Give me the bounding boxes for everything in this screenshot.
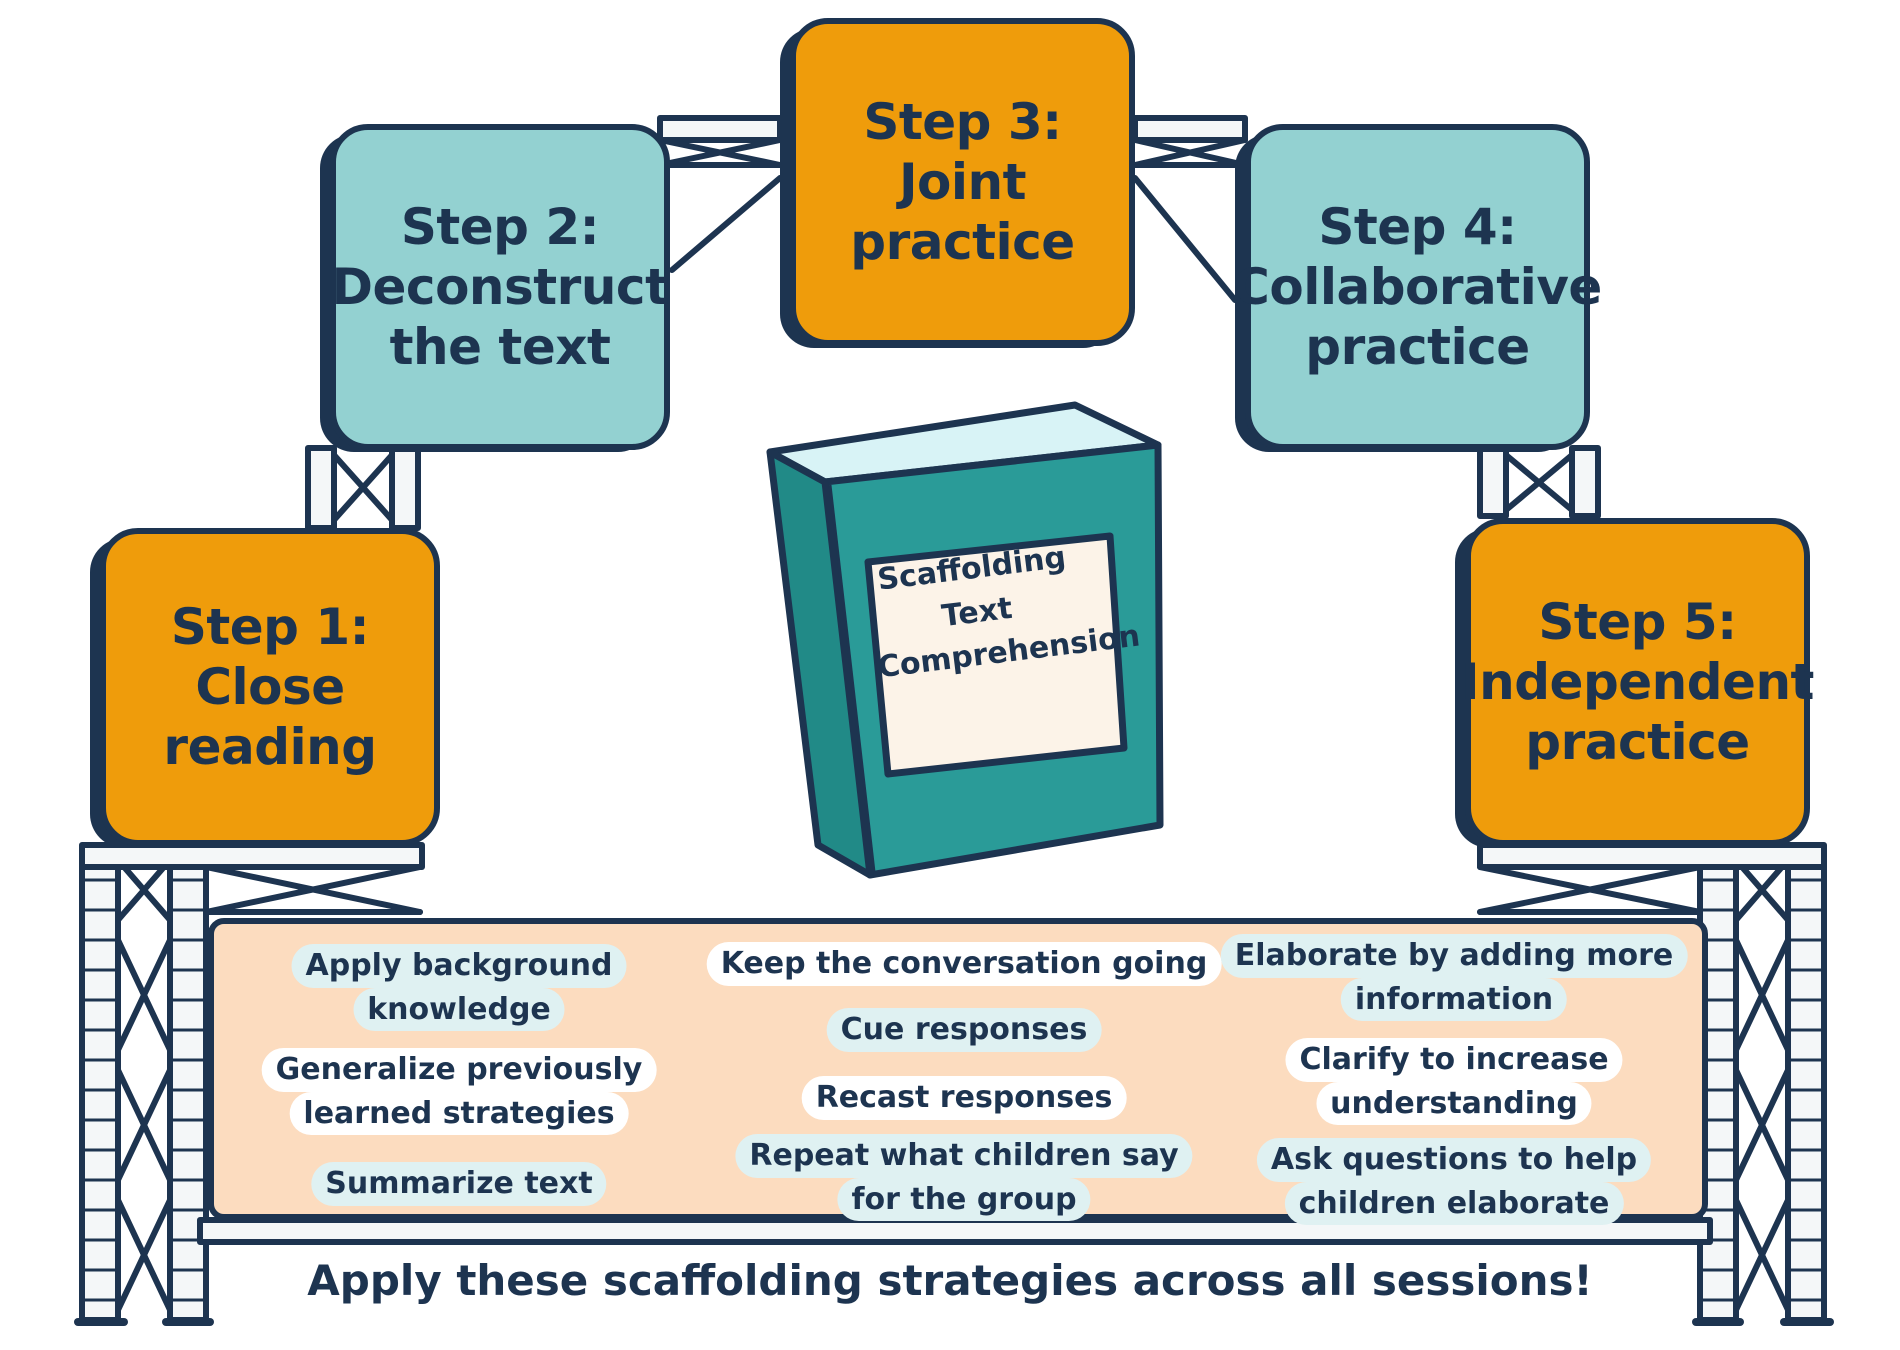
strategy-summarize: Summarize text: [311, 1162, 607, 1206]
step-1-box: Step 1: Close reading: [100, 528, 440, 846]
strategy-repeat-children: Repeat what children say for the group: [735, 1134, 1193, 1221]
strategy-panel: Apply background knowledge Generalize pr…: [208, 918, 1708, 1225]
step-5-name-line1: Independent: [1461, 653, 1814, 711]
step-4-box: Step 4: Collaborative practice: [1233, 124, 1602, 450]
strategy-cue-responses: Cue responses: [826, 1008, 1102, 1052]
step-5-name-line2: practice: [1525, 713, 1750, 771]
step-1-name-line2: reading: [163, 718, 377, 776]
book-icon: [766, 401, 1164, 879]
strategy-apply-background: Apply background knowledge: [291, 944, 627, 1031]
strategy-elaborate: Elaborate by adding more information: [1220, 934, 1688, 1021]
footer-instruction: Apply these scaffolding strategies acros…: [307, 1256, 1593, 1305]
step-3-name-line2: practice: [850, 213, 1075, 271]
step-5-box: Step 5: Independent practice: [1461, 518, 1814, 846]
step-4-name-line1: Collaborative: [1233, 258, 1602, 316]
step-5-title: Step 5:: [1538, 593, 1737, 651]
step-3-box: Step 3: Joint practice: [790, 18, 1135, 346]
book-cover-label: Scaffolding Text Comprehension: [865, 535, 1142, 690]
strategy-clarify: Clarify to increase understanding: [1285, 1038, 1623, 1125]
step-1-name-line1: Close: [195, 658, 345, 716]
step-2-name-line1: Deconstruct: [331, 258, 669, 316]
step-1-title: Step 1:: [170, 598, 370, 656]
strategy-keep-conversation: Keep the conversation going: [706, 942, 1222, 986]
step-2-name-line2: the text: [389, 318, 611, 376]
step-2-box: Step 2: Deconstruct the text: [330, 124, 670, 450]
step-3-title: Step 3:: [863, 93, 1062, 151]
strategy-generalize: Generalize previously learned strategies: [261, 1048, 657, 1135]
strategy-ask-questions: Ask questions to help children elaborate: [1256, 1138, 1652, 1225]
strategy-recast-responses: Recast responses: [801, 1076, 1127, 1120]
step-3-name-line1: Joint: [898, 153, 1027, 211]
step-2-title: Step 2:: [400, 198, 600, 256]
step-4-name-line2: practice: [1305, 318, 1530, 376]
step-4-title: Step 4:: [1318, 198, 1517, 256]
